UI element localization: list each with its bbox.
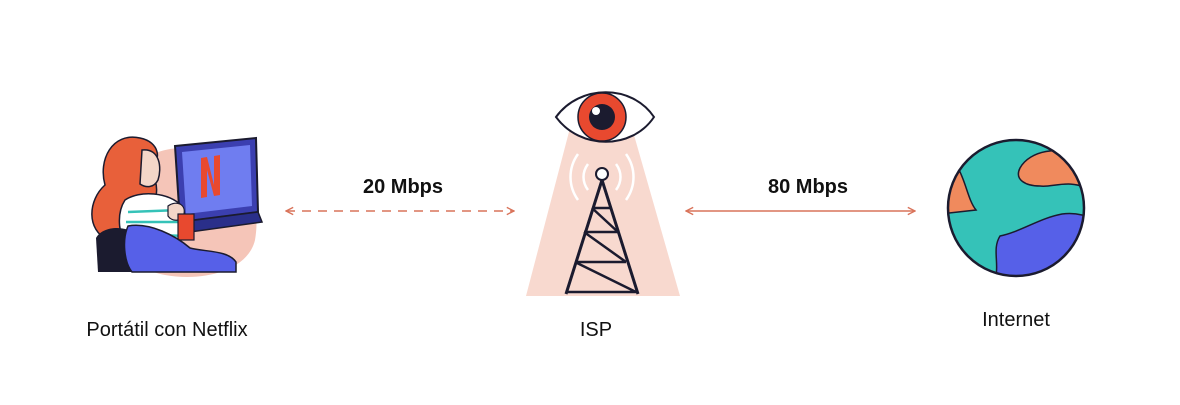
face [139,149,161,188]
eye-pupil [589,104,615,130]
radio-tower-with-eye-icon [526,91,680,296]
globe-icon [946,138,1086,278]
woman-with-laptop-icon [91,136,264,277]
node-label-internet: Internet [982,309,1050,331]
node-label-isp: ISP [579,319,613,341]
eye-highlight [592,107,600,115]
node-label-laptop: Portátil con Netflix [86,319,248,341]
surveillance-beam [526,128,680,296]
signal-waves-outer [569,153,635,201]
netflix-logo-icon [201,155,220,198]
tower-braces [566,206,638,294]
antenna-tip [595,167,609,181]
popcorn-box [177,213,195,241]
signal-waves-inner [582,163,622,191]
legs [123,224,237,273]
tower-legs [564,179,640,295]
link-isp-internet-speed: 80 Mbps [767,176,849,198]
link-laptop-isp-speed: 20 Mbps [362,176,444,198]
globe-outline [946,138,1086,278]
